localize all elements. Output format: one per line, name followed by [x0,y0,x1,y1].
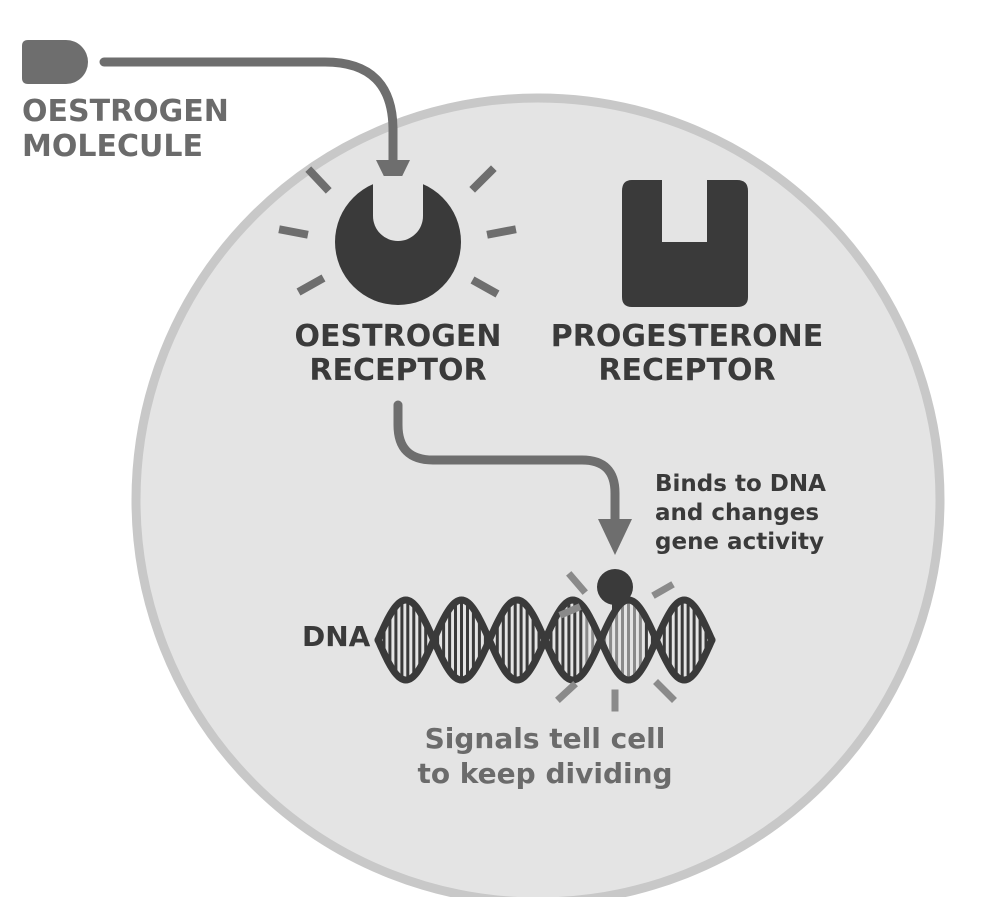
binds-label-line3: gene activity [655,529,824,555]
progesterone-receptor-label-line1: PROGESTERONE [551,319,823,354]
signals-label-line2: to keep dividing [417,757,672,790]
binds-label-line2: and changes [655,500,819,526]
molecule-label-line1: OESTROGEN [22,94,229,129]
binds-label-line1: Binds to DNA [655,471,826,497]
oestrogen-receptor-label-line2: RECEPTOR [309,353,486,388]
molecule-label-line2: MOLECULE [22,129,203,164]
signals-label-line1: Signals tell cell [425,722,666,755]
oestrogen-receptor-label-line1: OESTROGEN [295,319,502,354]
dna-label: DNA [302,620,371,653]
progesterone-receptor-label-line2: RECEPTOR [598,353,775,388]
oestrogen-molecule-icon [22,40,88,84]
